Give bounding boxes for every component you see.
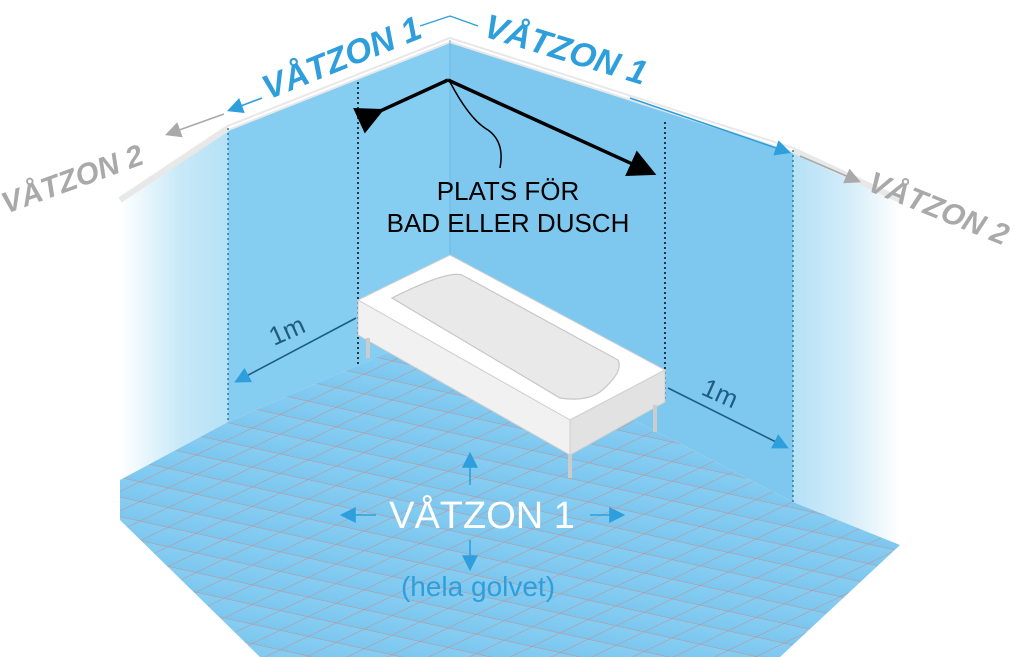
floor-zone-label: VÅTZON 1 (389, 493, 575, 537)
bath-space-label-line2: BAD ELLER DUSCH (387, 208, 630, 238)
back-right-wall (450, 40, 793, 502)
bath-space-arrow (353, 78, 449, 134)
left-zone2-arrow (164, 113, 225, 138)
left-1m-arrow (234, 317, 357, 383)
bath-space-pointer (449, 81, 502, 169)
left-zone1-arrow (227, 97, 263, 113)
right-wall-zone2 (793, 150, 900, 545)
tiled-floor (120, 325, 900, 657)
bathtub (356, 254, 667, 478)
right-1m-arrow (667, 387, 789, 449)
right-zone2-arrow (799, 155, 861, 184)
left-wall-zone2 (120, 128, 228, 480)
bath-space-label-line1: PLATS FÖR (437, 176, 580, 206)
floor-note-label: (hela golvet) (401, 571, 555, 602)
right-zone1-arrow (629, 97, 792, 156)
